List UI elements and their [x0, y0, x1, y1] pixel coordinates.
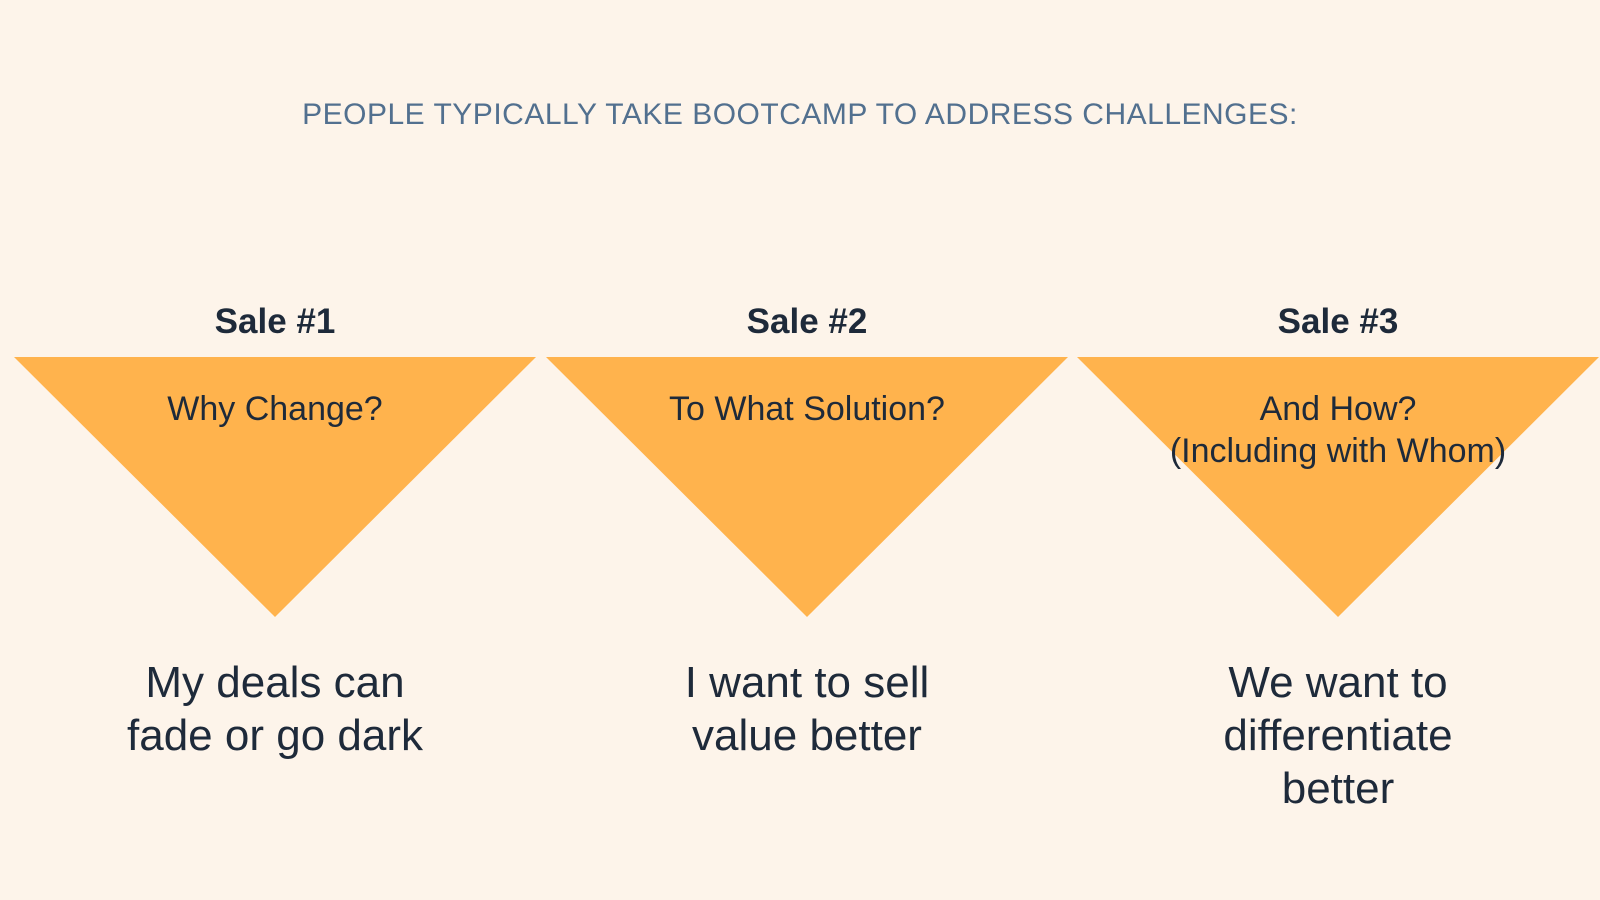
- challenge-line: We want to: [1228, 658, 1448, 707]
- triangle-shape: [546, 357, 1068, 617]
- sale-title: Sale #1: [214, 302, 336, 341]
- funnel-triangle: [14, 357, 536, 617]
- sale-challenge: My deals can fade or go dark: [14, 656, 536, 762]
- sale-question: Why Change?: [14, 388, 536, 430]
- question-line: (Including with Whom): [1169, 432, 1507, 470]
- sale-challenge: I want to sell value better: [546, 656, 1068, 762]
- sale-question: And How? (Including with Whom): [1077, 388, 1599, 472]
- sale-challenge: We want to differentiate better: [1077, 656, 1599, 815]
- sale-column-3: Sale #3 And How? (Including with Whom) W…: [1077, 0, 1599, 900]
- sale-column-2: Sale #2 To What Solution? I want to sell…: [546, 0, 1068, 900]
- question-line: And How?: [1259, 390, 1417, 428]
- page-heading: PEOPLE TYPICALLY TAKE BOOTCAMP TO ADDRES…: [302, 98, 1298, 131]
- challenge-line: My deals can: [145, 658, 405, 707]
- funnel-triangle: [1077, 357, 1599, 617]
- question-line: To What Solution?: [669, 390, 945, 428]
- funnel-triangle: [546, 357, 1068, 617]
- challenge-line: differentiate: [1223, 711, 1453, 760]
- challenge-line: fade or go dark: [127, 711, 423, 760]
- sale-column-1: Sale #1 Why Change? My deals can fade or…: [14, 0, 536, 900]
- challenge-line: better: [1281, 764, 1395, 813]
- question-line: Why Change?: [167, 390, 383, 428]
- triangle-shape: [1077, 357, 1599, 617]
- sale-title: Sale #3: [1277, 302, 1399, 341]
- sale-question: To What Solution?: [546, 388, 1068, 430]
- triangle-shape: [14, 357, 536, 617]
- challenge-line: value better: [692, 711, 922, 760]
- sale-title: Sale #2: [746, 302, 868, 341]
- challenge-line: I want to sell: [684, 658, 930, 707]
